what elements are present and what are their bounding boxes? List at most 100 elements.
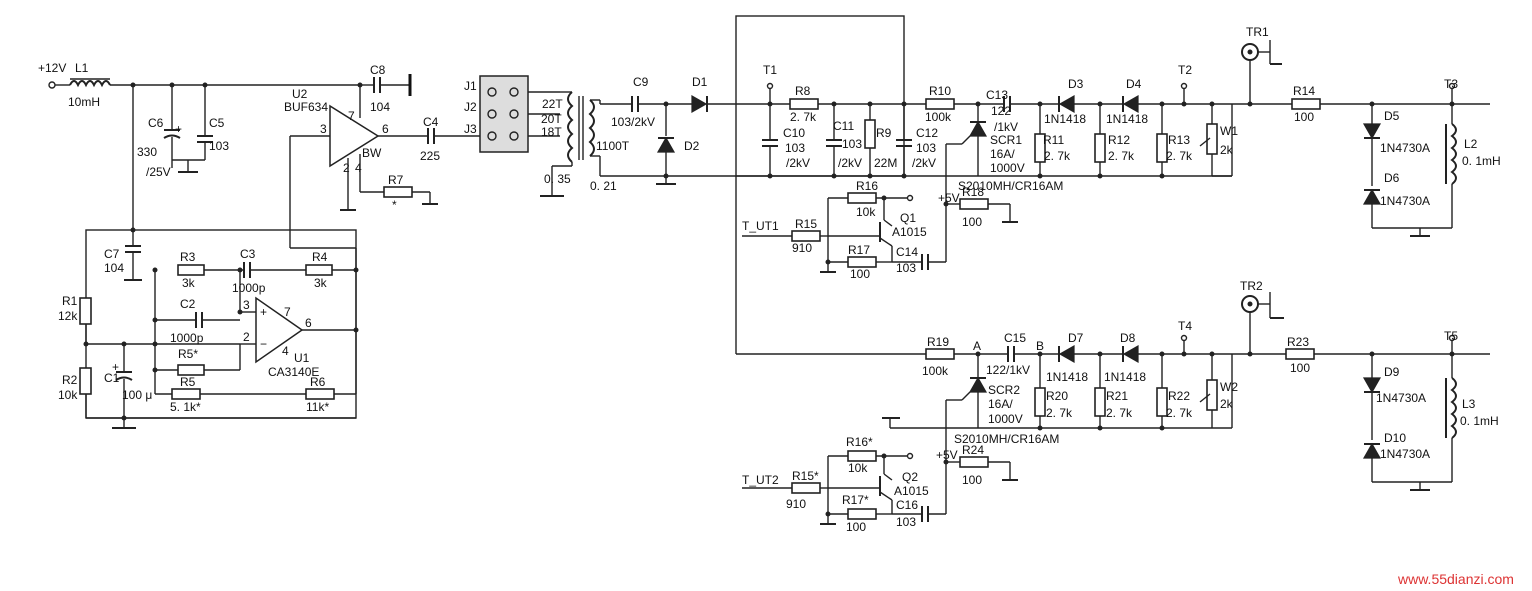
c12-value2: /2kV [912, 156, 936, 170]
r17-label: R17 [848, 243, 870, 257]
w1-value: 2k [1220, 143, 1234, 157]
resistor-r3 [177, 264, 205, 276]
c16-label: C16 [896, 498, 918, 512]
resistor-r7 [383, 186, 413, 198]
resistor-r9 [864, 119, 876, 149]
zener-d9 [1362, 377, 1382, 394]
r7-label: R7 [388, 173, 404, 187]
resistor-r5-star [177, 364, 205, 376]
d5-value: 1N4730A [1380, 141, 1430, 155]
r15star-value: 910 [786, 497, 806, 511]
c3-value: 1000p [232, 281, 266, 295]
c8-label: C8 [370, 63, 386, 77]
r4-label: R4 [312, 250, 328, 264]
c10-value1: 103 [785, 141, 805, 155]
r16-value: 10k [856, 205, 876, 219]
d2-label: D2 [684, 139, 700, 153]
d9-value: 1N4730A [1376, 391, 1426, 405]
resistor-r15 [791, 230, 821, 242]
inductor-l3 [1450, 377, 1457, 439]
c9-label: C9 [633, 75, 649, 89]
svg-text:+: + [112, 360, 119, 374]
vplus1-label: +5V [938, 191, 960, 205]
svg-text:6: 6 [382, 122, 389, 136]
tap-20t: 20T [541, 112, 562, 126]
svg-text:3: 3 [320, 122, 327, 136]
resistor-r14 [1291, 98, 1321, 110]
r19-value: 100k [922, 364, 949, 378]
resistor-r8 [789, 98, 819, 110]
c7-label: C7 [104, 247, 120, 261]
transformer-primary [567, 91, 574, 163]
jumper-j2-pin-a[interactable] [487, 109, 497, 119]
c2-label: C2 [180, 297, 196, 311]
diode-d4 [1122, 94, 1139, 114]
node-a: A [973, 339, 981, 353]
resistor-r19 [925, 348, 955, 360]
d5-label: D5 [1384, 109, 1400, 123]
svg-text:6: 6 [305, 316, 312, 330]
c13-label: C13 [986, 88, 1008, 102]
c6-value2: /25V [146, 165, 171, 179]
r3-value: 3k [182, 276, 196, 290]
inductor-l2 [1450, 123, 1457, 185]
jumper-j3-pin-a[interactable] [487, 131, 497, 141]
test-point-t2[interactable] [1180, 82, 1188, 90]
tut1-label: T_UT1 [742, 219, 779, 233]
scr1-part: S2010MH/CR16AM [958, 179, 1063, 193]
r8-label: R8 [795, 84, 811, 98]
r7-value: * [392, 198, 397, 212]
jumper-j1-pin-a[interactable] [487, 87, 497, 97]
c10-value2: /2kV [786, 156, 810, 170]
q1-label: Q1 [900, 211, 916, 225]
buffer-u2 [329, 104, 380, 168]
d6-label: D6 [1384, 171, 1400, 185]
test-point-t1[interactable] [766, 82, 774, 90]
l3-label: L3 [1462, 397, 1476, 411]
jumper-j2-pin-b[interactable] [509, 109, 519, 119]
opamp-u1 [255, 296, 304, 364]
r10-label: R10 [929, 84, 951, 98]
diode-d8 [1122, 344, 1139, 364]
r16star-value: 10k [848, 461, 868, 475]
r21-value: 2. 7k [1106, 406, 1133, 420]
c3-label: C3 [240, 247, 256, 261]
scr1-value1: 16A/ [990, 147, 1015, 161]
c5-value: 103 [209, 139, 229, 153]
t2-label: T2 [1178, 63, 1192, 77]
r22-value: 2. 7k [1166, 406, 1193, 420]
c11-label: C11 [833, 119, 854, 133]
node-b: B [1036, 339, 1044, 353]
watermark: www.55dianzi.com [1397, 571, 1514, 587]
r10-value: 100k [925, 110, 952, 124]
c12-label: C12 [916, 126, 938, 140]
resistor-r5 [171, 388, 201, 400]
test-point-t4[interactable] [1180, 334, 1188, 342]
c6-label: C6 [148, 116, 164, 130]
jumper-block[interactable] [479, 75, 529, 153]
scr2-value1: 16A/ [988, 397, 1013, 411]
t3-label: T3 [1444, 77, 1458, 91]
u1-label: U1 [294, 351, 310, 365]
test-point-t3[interactable] [1448, 82, 1456, 90]
j3-label: J3 [464, 122, 477, 136]
t5-label: T5 [1444, 329, 1458, 343]
c13-value1: 122 [991, 104, 1011, 118]
jumper-j3-pin-b[interactable] [509, 131, 519, 141]
w2-label: W2 [1220, 380, 1238, 394]
r18-value: 100 [962, 215, 982, 229]
test-point-t5[interactable] [1448, 334, 1456, 342]
r14-label: R14 [1293, 84, 1315, 98]
zener-d10 [1362, 442, 1382, 459]
jumper-j1-pin-b[interactable] [509, 87, 519, 97]
scr2-label: SCR2 [988, 383, 1020, 397]
c5-label: C5 [209, 116, 225, 130]
r11-label: R11 [1043, 133, 1064, 147]
wire-035: 0. 35 [544, 172, 571, 186]
vplus2-label: +5V [936, 448, 958, 462]
scr2-value2: 1000V [988, 412, 1023, 426]
c9-value: 103/2kV [611, 115, 655, 129]
inductor-l1 [69, 80, 111, 88]
svg-text:4: 4 [355, 161, 362, 175]
oscillator-section: C7 104 R1 12k R2 10k C1 + 100 μ R3 3k C3… [58, 229, 359, 429]
